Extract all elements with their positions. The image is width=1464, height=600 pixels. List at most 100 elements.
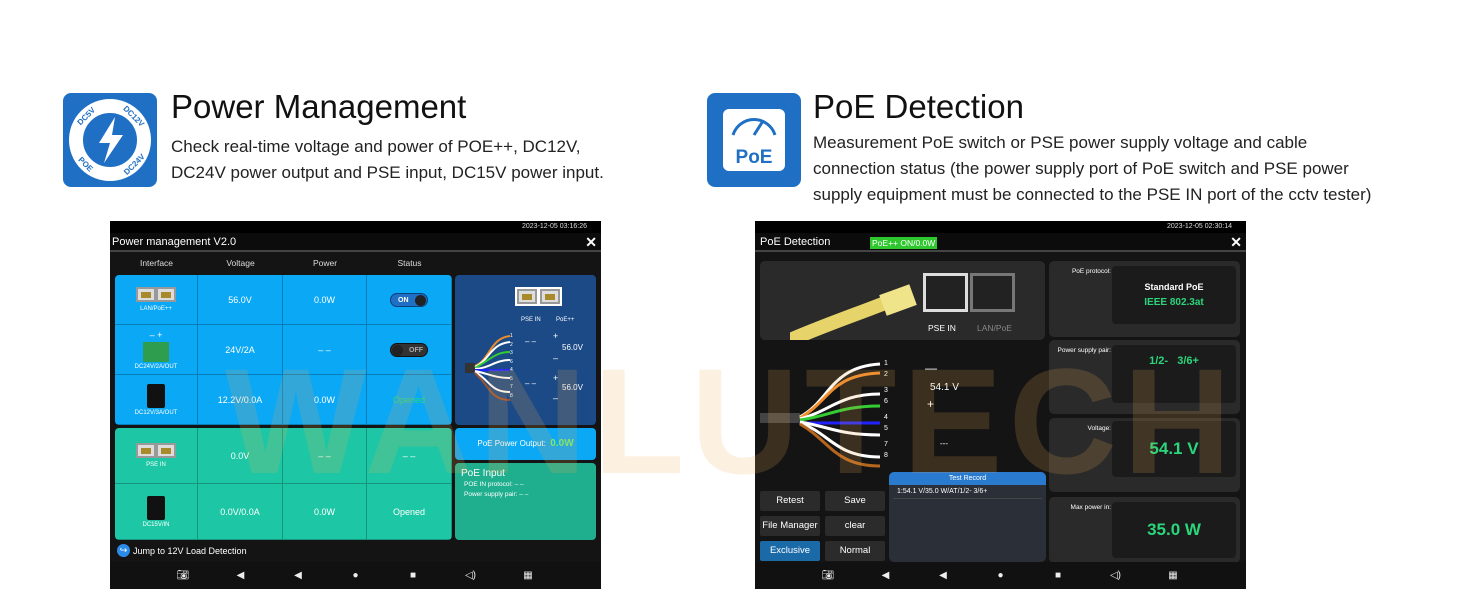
nav-bar: 📷︎ ◀ ◀ ● ■ ◁) ▦	[755, 562, 1246, 589]
voltage-value: 56.0V	[228, 294, 252, 305]
status-cell: Opened	[367, 484, 452, 540]
lan-poe-port-icon	[136, 287, 176, 304]
power-value: – –	[318, 450, 331, 461]
pin-number: 8	[510, 392, 513, 399]
max-power-value: 35.0 W	[1147, 520, 1201, 539]
status-value: – –	[402, 450, 416, 461]
feature-title: PoE Detection	[813, 88, 1024, 125]
home-icon[interactable]: ●	[997, 570, 1004, 581]
save-button[interactable]: Save	[825, 491, 885, 511]
pin-number: 7	[884, 441, 888, 448]
apps-icon[interactable]: ▦	[523, 570, 533, 581]
interface-label: DC24V/2A/OUT	[134, 363, 178, 370]
pair-voltage: 54.1 V	[930, 382, 959, 393]
status-cell: OFF	[367, 325, 452, 375]
camera-icon[interactable]: 📷︎	[821, 570, 835, 581]
pin-number: 1	[510, 333, 513, 339]
poe-power-output: PoE Power Output: 0.0W	[455, 428, 596, 460]
test-record-panel: Test Record 1:54.1 V/35.0 W/AT/1/2- 3/6+	[889, 472, 1046, 562]
exclusive-button[interactable]: Exclusive	[760, 541, 820, 561]
voltage-cell: 0.0V	[198, 428, 283, 484]
pin-number: 5	[510, 375, 513, 382]
svg-text:PoE: PoE	[736, 147, 773, 168]
clear-button[interactable]: clear	[825, 516, 885, 536]
poe-input-panel: PoE Input POE IN protocol: – – Power sup…	[455, 463, 596, 540]
recent-icon[interactable]: ■	[1054, 570, 1062, 581]
minus-sign: —	[925, 361, 937, 375]
retest-button[interactable]: Retest	[760, 491, 820, 511]
pair-value: 1/2- 3/6+	[1149, 355, 1199, 367]
status-cell: Opened	[367, 375, 452, 425]
power-cell: – –	[283, 325, 367, 375]
port-label: PoE++	[556, 317, 575, 323]
pin-number: 8	[884, 451, 888, 459]
toggle-label: OFF	[409, 346, 423, 354]
close-icon[interactable]: ✕	[585, 234, 597, 250]
voltage-value: 0.0V/0.0A	[220, 506, 260, 517]
status-bar: 2023-12-05 03:16:26	[110, 221, 601, 233]
power-cell: 0.0W	[283, 484, 367, 540]
power-cell: 0.0W	[283, 375, 367, 425]
back-icon[interactable]: ◀	[294, 570, 302, 581]
protocol-name: Standard PoE	[1144, 282, 1204, 292]
volume-down-icon[interactable]: ◀	[881, 570, 890, 581]
pair-reading: – –	[525, 337, 537, 346]
volume-down-icon[interactable]: ◀	[236, 570, 245, 581]
pair-reading: – –	[525, 379, 537, 388]
toggle-label: ON	[398, 296, 409, 304]
pair-voltage: 56.0V	[562, 343, 583, 352]
jump-load-detection-link[interactable]: ↪Jump to 12V Load Detection	[117, 544, 247, 557]
interface-cell: PSE IN	[115, 428, 198, 484]
poe-status-badge: PoE++ ON/0.0W	[870, 237, 938, 249]
file-manager-button[interactable]: File Manager	[760, 516, 820, 536]
toggle-knob	[415, 294, 426, 306]
cable-wires-icon	[760, 362, 881, 468]
interface-label: PSE IN	[146, 462, 166, 468]
power-value: 0.0W	[313, 294, 335, 305]
close-icon[interactable]: ✕	[1230, 234, 1242, 250]
interface-cell: – +DC24V/2A/OUT	[115, 325, 198, 375]
normal-button[interactable]: Normal	[825, 541, 885, 561]
minus-sign: –	[553, 393, 559, 403]
protocol-standard: IEEE 802.3at	[1144, 297, 1204, 308]
dc-jack-icon	[147, 495, 165, 520]
column-header: Status	[397, 258, 422, 268]
panel-title: Test Record	[889, 472, 1046, 485]
card-label: Power supply pair:	[1057, 347, 1111, 354]
ethernet-cable-icon	[790, 284, 917, 340]
feature-title: Power Management	[171, 88, 467, 125]
power-value: 0.0W	[313, 506, 335, 517]
voltage-cell: 0.0V/0.0A	[198, 484, 283, 540]
status-value: Opened	[392, 506, 426, 517]
interface-cell: LAN/PoE++	[115, 275, 198, 325]
camera-icon[interactable]: 📷︎	[176, 570, 190, 581]
status-toggle[interactable]: OFF	[390, 342, 428, 357]
pair-label: Power supply pair:	[464, 491, 518, 498]
interface-cell: DC12V/3A/OUT	[115, 375, 198, 425]
status-bar: 2023-12-05 02:30:14	[755, 221, 1246, 233]
pair-card: Power supply pair: 1/2- 3/6+	[1049, 340, 1240, 414]
pse-in-port-icon	[136, 443, 176, 460]
pin-number: 3	[884, 387, 888, 394]
voltage-value: 24V/2A	[225, 344, 255, 355]
terminal-block-icon	[143, 341, 169, 362]
card-label: Voltage:	[1087, 425, 1112, 432]
back-icon[interactable]: ◀	[939, 570, 947, 581]
column-header: Interface	[139, 258, 174, 268]
status-cell: – –	[367, 428, 452, 484]
pin-number: 4	[884, 414, 888, 421]
apps-icon[interactable]: ▦	[1168, 570, 1178, 581]
status-toggle[interactable]: ON	[390, 292, 428, 307]
redirect-arrow-icon: ↪	[117, 544, 130, 557]
volume-up-icon[interactable]: ◁)	[1109, 570, 1122, 581]
lan-poe-port-icon	[970, 273, 1015, 312]
status-cell: ON	[367, 275, 452, 325]
voltage-cell: 24V/2A	[198, 325, 283, 375]
pin-number: 2	[510, 341, 513, 348]
home-icon[interactable]: ●	[352, 570, 359, 581]
volume-up-icon[interactable]: ◁)	[464, 570, 477, 581]
poe-gauge-icon: PoE	[707, 93, 801, 187]
recent-icon[interactable]: ■	[409, 570, 417, 581]
